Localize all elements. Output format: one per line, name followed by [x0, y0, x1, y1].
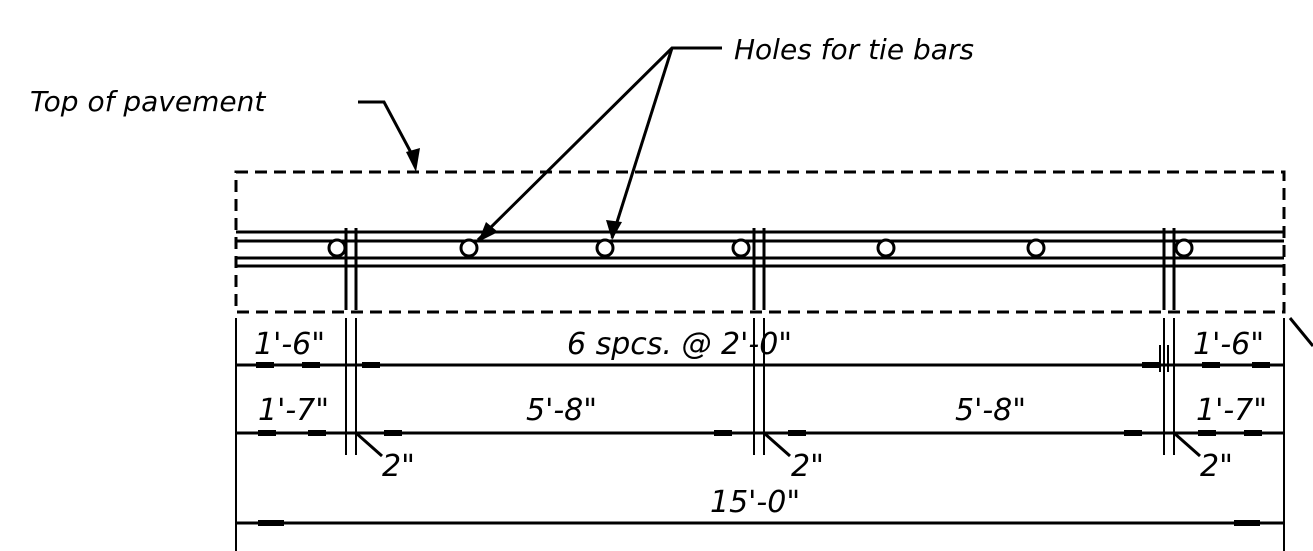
dim-row2-mid-right: 5'-8" — [955, 393, 1026, 428]
dim-row2-right: 1'-7" — [1196, 393, 1267, 428]
dimension-row-2-ticks — [258, 430, 1262, 436]
slab-lines — [236, 230, 1284, 268]
dim-row1-middle: 6 spcs. @ 2'-0" — [567, 327, 792, 362]
dimension-row-3-ticks — [258, 520, 1260, 526]
dim-row1-right: 1'-6" — [1193, 327, 1264, 362]
hole-6 — [1026, 238, 1046, 258]
hole-5 — [876, 238, 896, 258]
offset-leaders — [355, 431, 1201, 458]
joint-bars — [344, 228, 1176, 310]
dim-row1-left: 1'-6" — [254, 327, 325, 362]
edge-leader — [1288, 317, 1313, 347]
tie-bar-holes — [327, 238, 1194, 258]
dim-offset-2: 2" — [791, 449, 824, 484]
arrow-hole-2 — [478, 222, 498, 242]
hole-1 — [327, 238, 347, 258]
dim-offset-3: 2" — [1200, 449, 1233, 484]
label-top-of-pavement: Top of pavement — [30, 85, 266, 118]
dim-row2-mid-left: 5'-8" — [526, 393, 597, 428]
hole-7 — [1174, 238, 1194, 258]
hole-4 — [731, 238, 751, 258]
label-holes-for-tie-bars: Holes for tie bars — [734, 33, 974, 66]
dim-row2-left: 1'-7" — [258, 393, 329, 428]
dim-offset-1: 2" — [382, 449, 415, 484]
hole-3 — [595, 238, 615, 258]
leader-top-of-pavement — [358, 100, 420, 172]
arrow-hole-3 — [606, 220, 622, 240]
dim-row3-total: 15'-0" — [710, 485, 800, 520]
dimension-row-1-ticks — [256, 362, 1270, 368]
leader-holes-for-tie-bars — [476, 46, 722, 242]
hole-2 — [459, 238, 479, 258]
